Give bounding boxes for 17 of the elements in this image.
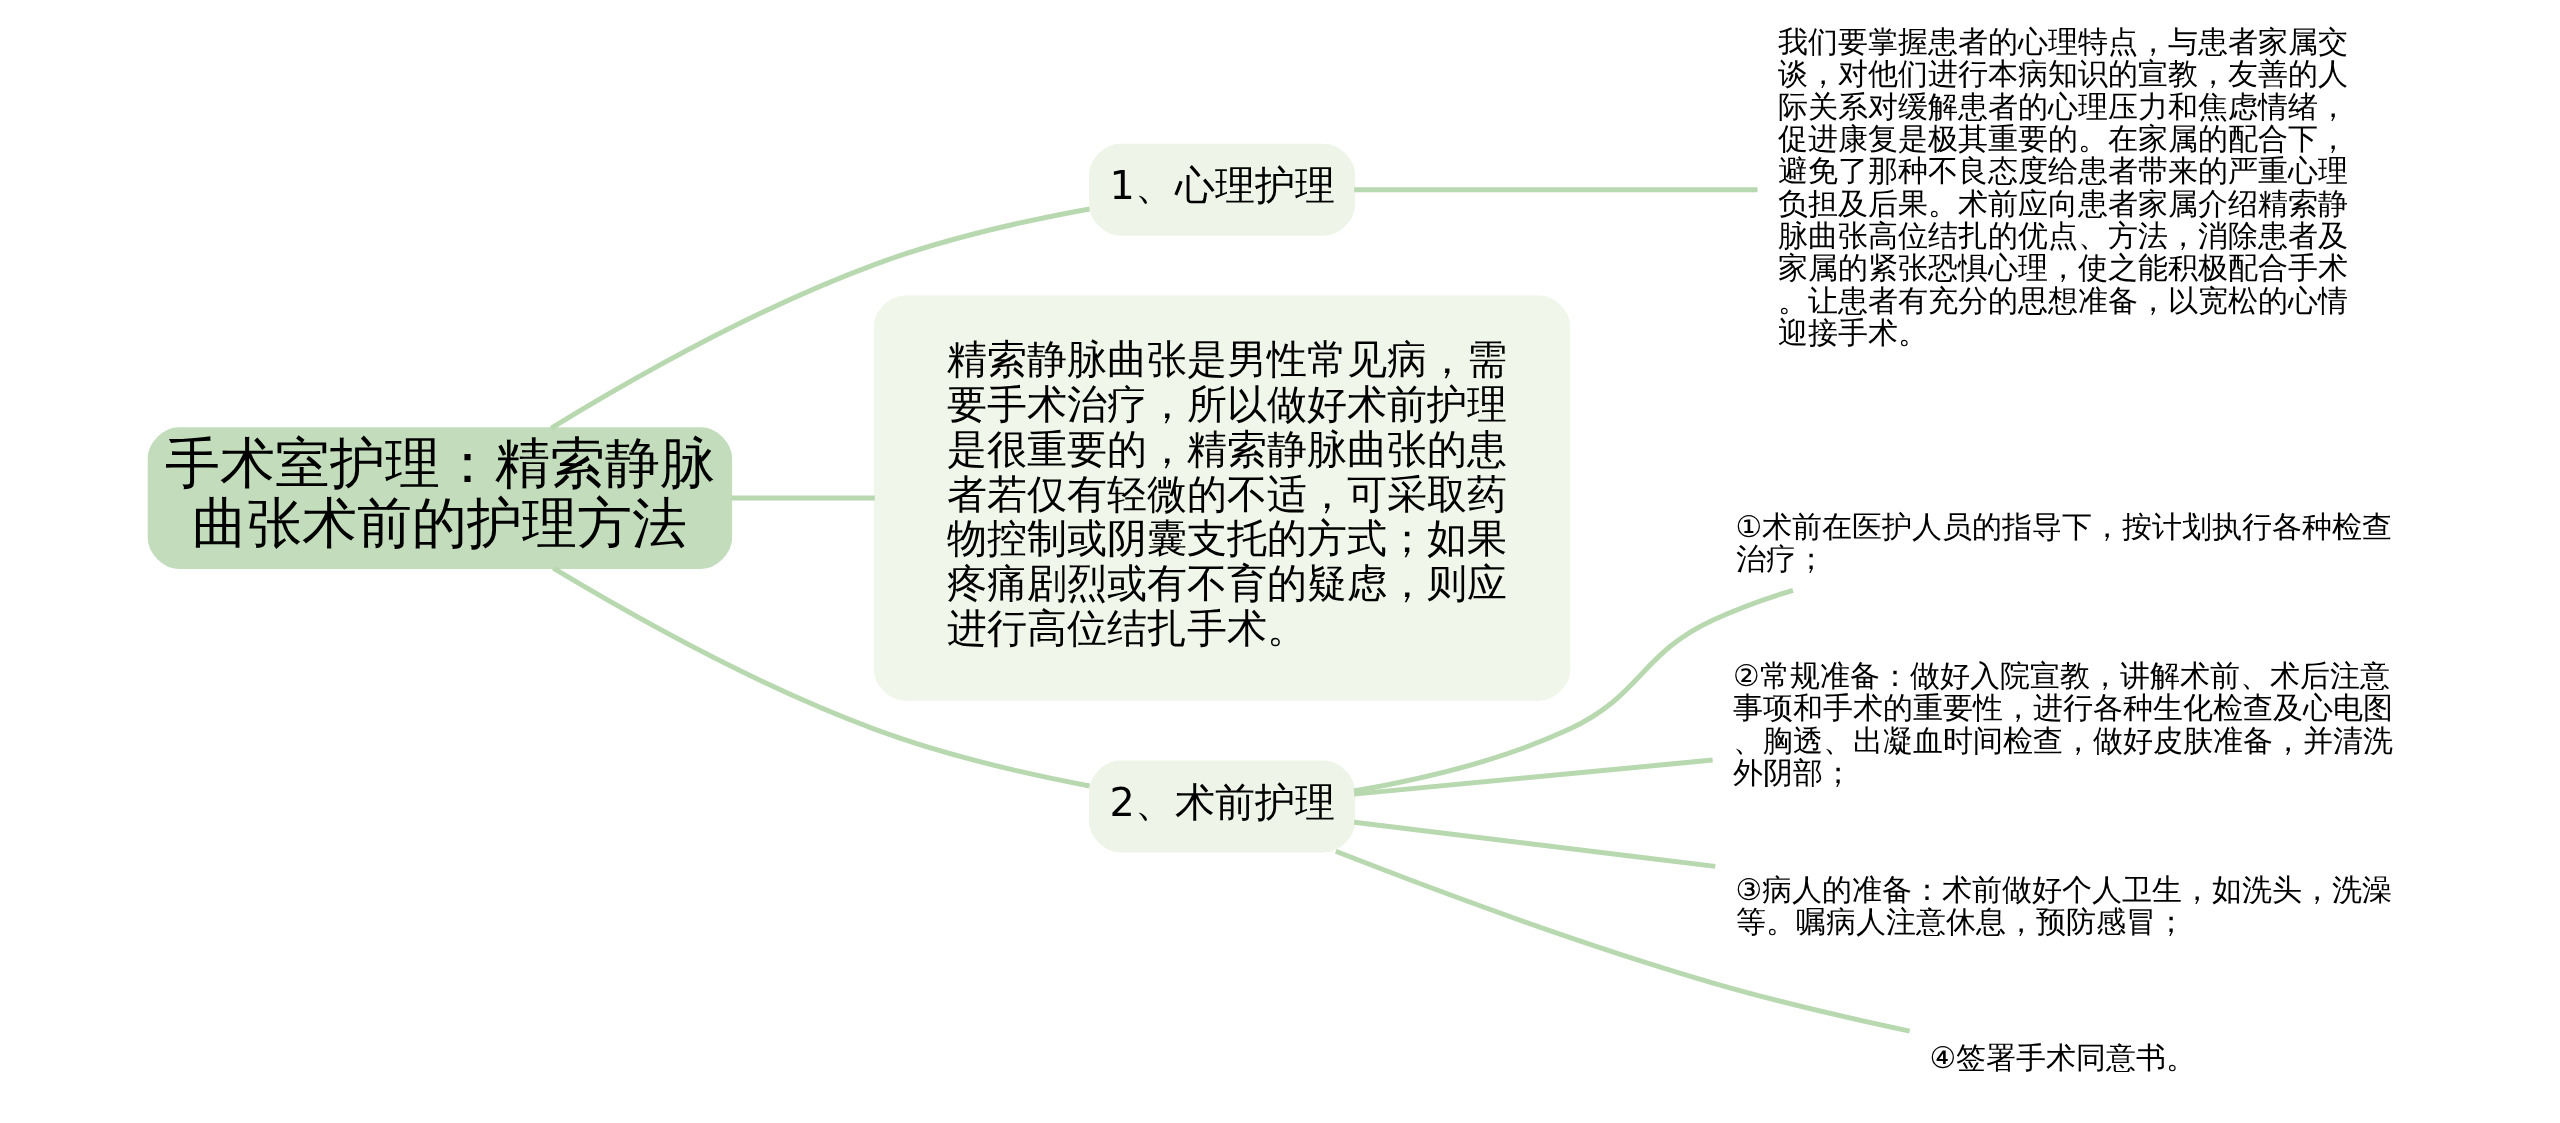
node-text: ①术前在医护人员的指导下，按计划执行各种检查治疗； [1735, 508, 2392, 577]
node-box: 1、心理护理 [1088, 143, 1355, 236]
node-text: ②常规准备：做好入院宣教，讲解术前、术后注意事项和手术的重要性，进行各种生化检查及心电图、胸透、出凝血时间检查，做好皮肤准备，并清洗外阴部； [1732, 658, 2393, 791]
connector [1353, 587, 1794, 794]
node-text: ③病人的准备：术前做好个人卫生，如洗头，洗澡等。嘱病人注意休息，预防感冒； [1735, 871, 2392, 940]
connector [551, 566, 1090, 789]
connector [549, 206, 1090, 431]
node-text: ④签署手术同意书。 [1929, 1039, 2196, 1075]
connector [1353, 187, 1758, 193]
connector [731, 495, 875, 501]
connector [1353, 819, 1716, 869]
node-box: 手术室护理：精索静脉曲张术前的护理方法 [147, 427, 732, 569]
connector [1334, 848, 1910, 1034]
node-box: 2、术前护理 [1088, 760, 1355, 853]
node-box: 精索静脉曲张是男性常见病，需要手术治疗，所以做好术前护理是很重要的，精索静脉曲张的患者若仅有轻微的不适，可采取药物控制或阴囊支托的方式；如果疼痛剧烈或有不育的疑虑，则应进行高位结扎手术。 [873, 295, 1570, 701]
connector [1353, 757, 1713, 797]
node-text: 我们要掌握患者的心理特点，与患者家属交谈，对他们进行本病知识的宣教，友善的人际关系对缓解患者的心理压力和焦虑情绪，促进康复是极其重要的。在家属的配合下，避免了那种不良态度给患者带来的严重心理负担及后果。术前应向患者家属介绍精索静脉曲张高位结扎的优点、方法，消除患者及家属的紧张恐惧心理，使之能积极配合手术。让患者有充分的思想准备，以宽松的心情迎接手术。 [1777, 23, 2348, 350]
